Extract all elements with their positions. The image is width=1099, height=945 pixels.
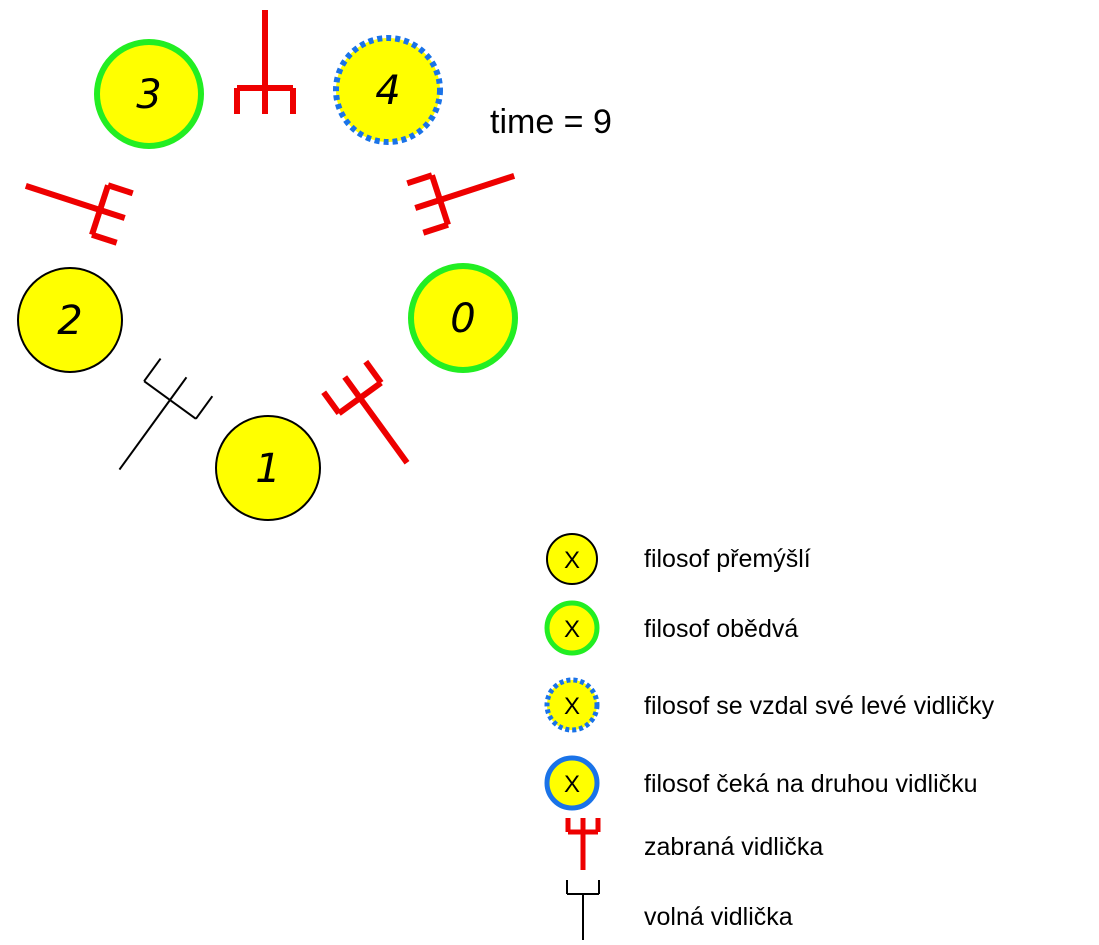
legend-label-gave-up: filosof se vzdal své levé vidličky	[644, 692, 995, 720]
philosopher-2: 2	[17, 267, 123, 373]
legend-x-thinking: X	[564, 547, 580, 574]
philosopher-4-label: 4	[375, 68, 400, 114]
legend-symbol-waiting: X	[544, 755, 600, 811]
fork-4-0	[406, 172, 516, 236]
legend-label-taken-fork: zabraná vidlička	[644, 833, 823, 861]
fork-1-2	[118, 357, 214, 471]
fork-3-4	[234, 10, 296, 114]
philosopher-0-label: 0	[450, 296, 475, 342]
legend-x-gave-up: X	[564, 693, 580, 720]
legend-symbol-thinking: X	[546, 533, 598, 585]
fork-2-3	[24, 182, 134, 246]
legend-symbol-gave-up: X	[544, 677, 600, 733]
philosopher-1-label: 1	[255, 446, 280, 492]
legend-label-waiting: filosof čeká na druhou vidličku	[644, 770, 978, 798]
philosopher-3-label: 3	[136, 72, 161, 118]
legend-x-eating: X	[564, 616, 580, 643]
legend-symbol-eating: X	[544, 600, 600, 656]
philosopher-3: 3	[94, 39, 204, 149]
time-label: time = 9	[490, 103, 612, 141]
legend-label-free-fork: volná vidlička	[644, 903, 793, 931]
philosopher-0: 0	[408, 263, 518, 373]
legend-taken-fork-icon	[565, 818, 601, 870]
fork-0-1	[321, 359, 410, 465]
legend-free-fork-icon	[566, 880, 600, 940]
legend: X filosof přemýšlí X filosof obědvá X fi…	[544, 533, 995, 940]
philosopher-1: 1	[215, 415, 321, 521]
legend-label-eating: filosof obědvá	[644, 615, 798, 643]
legend-x-waiting: X	[564, 771, 580, 798]
philosopher-2-label: 2	[57, 298, 82, 344]
philosopher-4: 4	[333, 35, 443, 145]
legend-label-thinking: filosof přemýšlí	[644, 545, 811, 573]
